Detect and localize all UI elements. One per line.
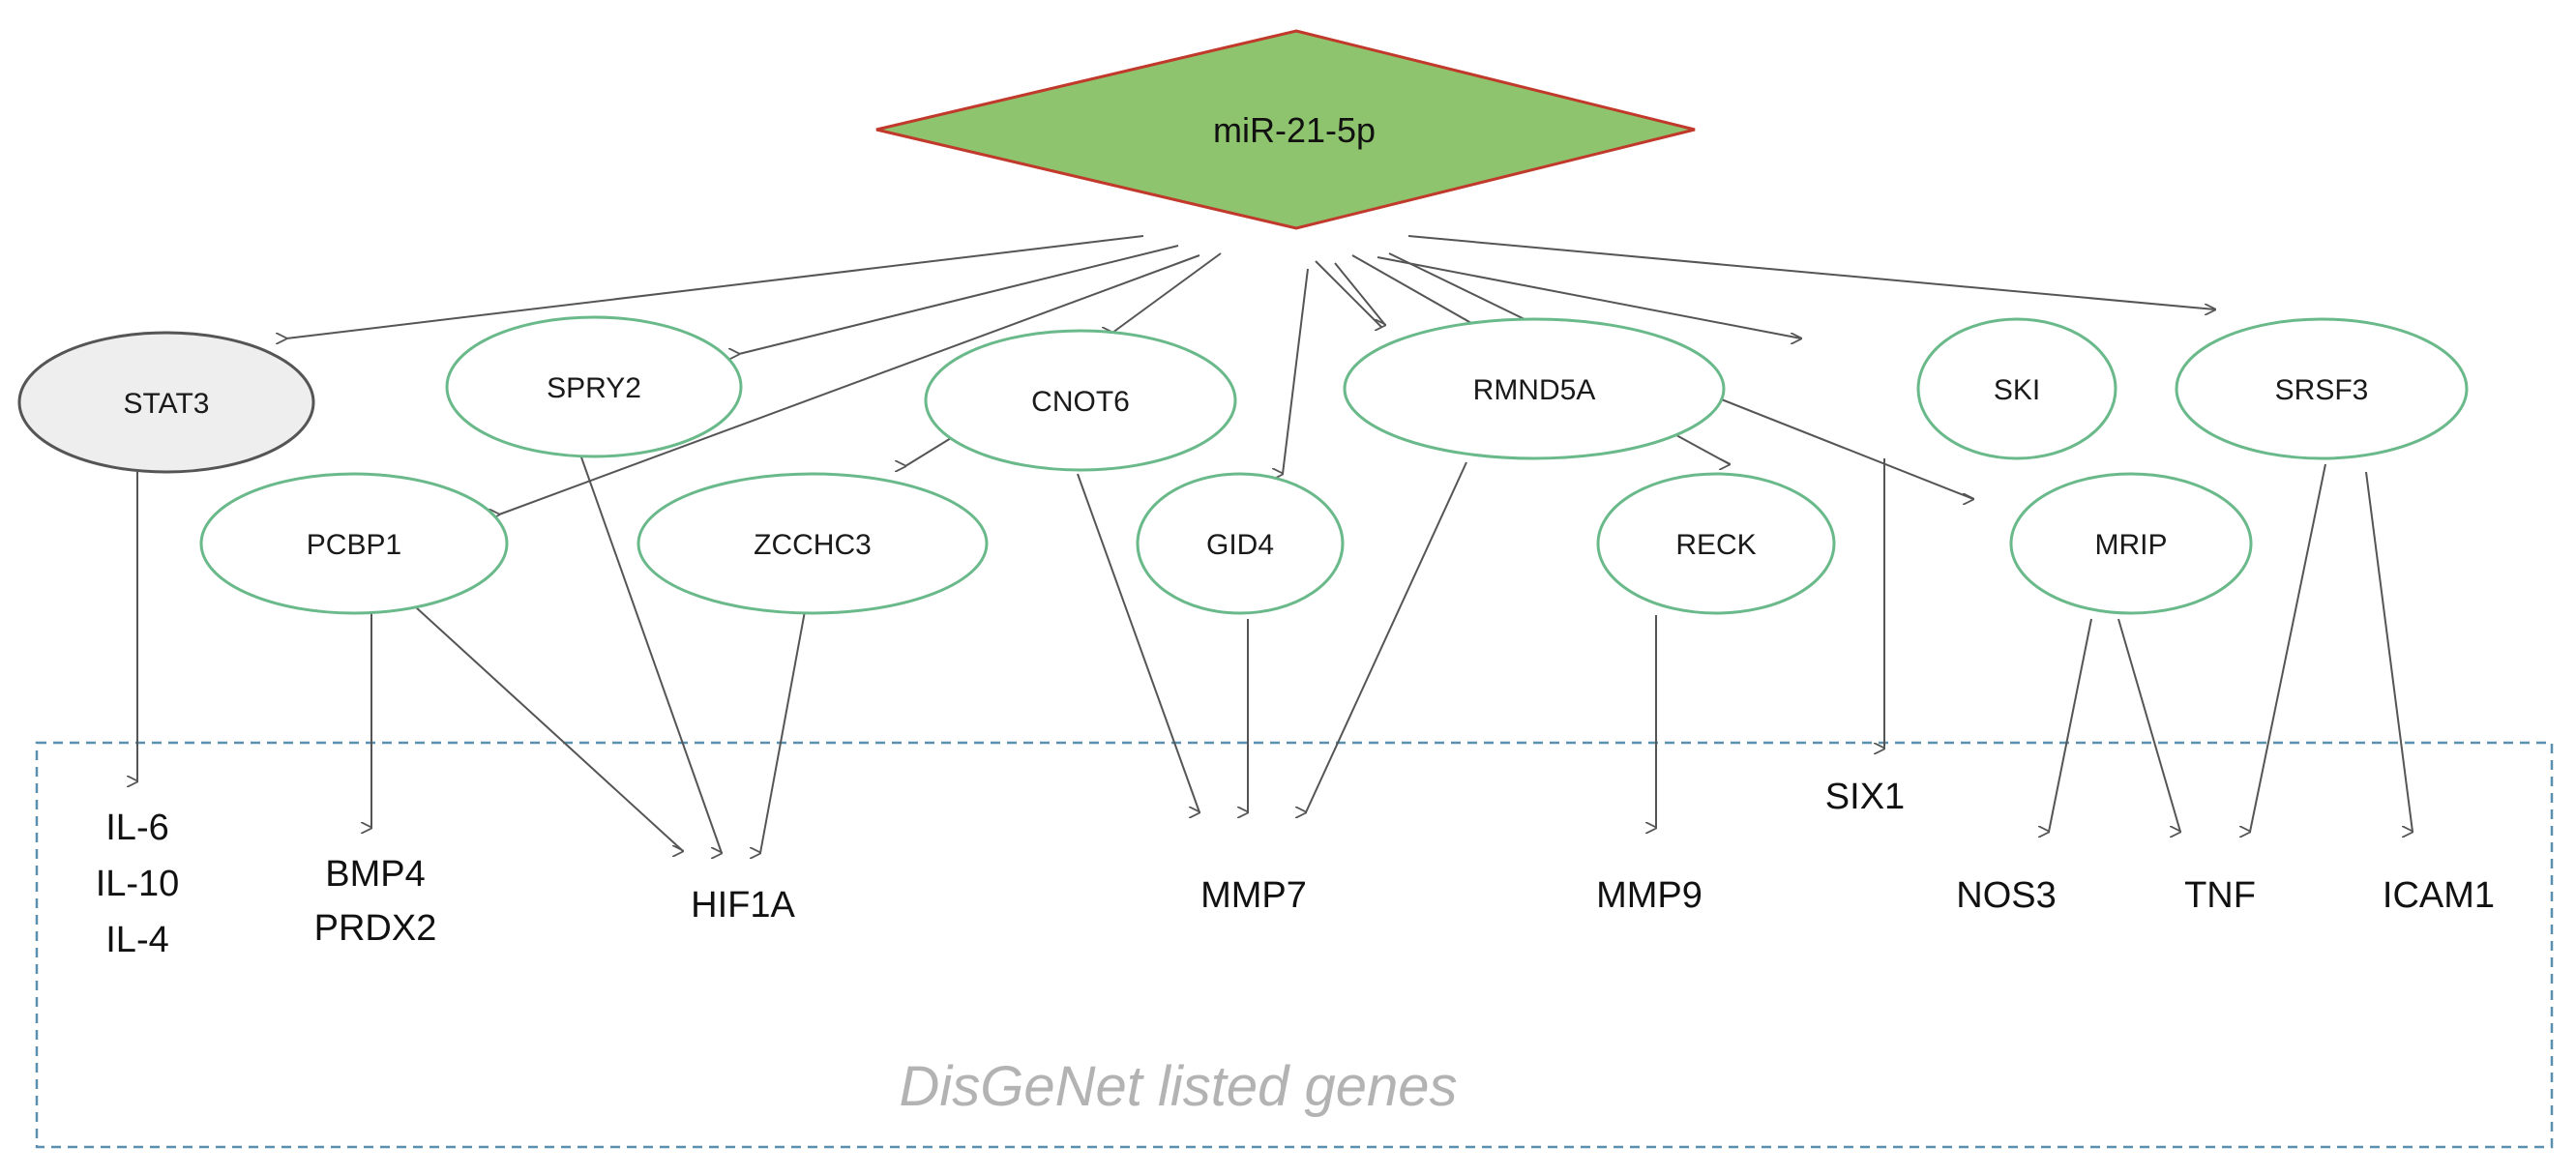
gene-label-il4: IL-4 [105, 920, 168, 960]
target-label-reck: RECK [1675, 529, 1756, 561]
target-node-cnot6: CNOT6 [924, 329, 1237, 472]
gene-label-six1: SIX1 [1825, 777, 1905, 817]
edge-root-gid4 [1283, 268, 1309, 474]
target-ellipse-gid4 [1136, 472, 1345, 615]
target-ellipse-cnot6 [924, 329, 1237, 472]
gene-label-tnf: TNF [2184, 875, 2256, 916]
edge-segment-1 [1351, 254, 1479, 328]
gene-label-bmp4: BMP4 [325, 854, 425, 895]
edge-srsf3-icam1 [2365, 471, 2413, 832]
gene-label-icam1: ICAM1 [2383, 875, 2495, 916]
gene-label-il6: IL-6 [105, 808, 168, 848]
target-label-cnot6: CNOT6 [1031, 386, 1130, 418]
mirna-root-label: miR-21-5p [1213, 110, 1376, 150]
edge-root-ski [1377, 256, 1801, 338]
gene-label-mmp9: MMP9 [1596, 875, 1703, 916]
target-node-stat3: STAT3 [17, 331, 315, 474]
mirna-root-node [875, 29, 1696, 230]
target-label-stat3: STAT3 [124, 388, 210, 420]
edges-layer [137, 235, 2413, 853]
target-ellipse-stat3 [17, 331, 315, 474]
target-label-gid4: GID4 [1206, 529, 1274, 561]
edge-segment-0 [1315, 260, 1382, 328]
target-node-mrip: MRIP [2009, 472, 2253, 615]
edge-cnot6-mmp7 [1077, 473, 1199, 812]
target-label-rmnd5a: RMND5A [1473, 374, 1596, 406]
target-ellipse-spry2 [445, 315, 743, 458]
disgenet-caption: DisGeNet listed genes [899, 1055, 1457, 1118]
edge-spry2-hif1a [579, 454, 722, 853]
edge-root-cnot6 [1112, 252, 1222, 333]
target-ellipse-ski [1916, 317, 2117, 460]
target-ellipse-zcchc3 [637, 472, 989, 615]
target-node-zcchc3: ZCCHC3 [637, 472, 989, 615]
edge-segment-2 [1388, 252, 1529, 322]
target-node-rmnd5a: RMND5A [1343, 317, 1726, 460]
edge-srsf3-tnf [2250, 463, 2326, 832]
target-node-ski: SKI [1916, 317, 2117, 460]
target-node-srsf3: SRSF3 [2175, 317, 2469, 460]
edge-root-mrip [1713, 396, 1973, 499]
gene-label-hif1a: HIF1A [691, 885, 795, 926]
target-node-pcbp1: PCBP1 [199, 472, 509, 615]
target-ellipse-pcbp1 [199, 472, 509, 615]
target-node-reck: RECK [1596, 472, 1836, 615]
edge-root-stat3 [286, 235, 1144, 338]
edge-root-spry2 [739, 245, 1179, 354]
edge-rmnd5a-mmp7 [1306, 461, 1467, 812]
gene-label-prdx2: PRDX2 [314, 908, 437, 949]
target-ellipse-mrip [2009, 472, 2253, 615]
target-ellipse-rmnd5a [1343, 317, 1726, 460]
target-ellipse-reck [1596, 472, 1836, 615]
gene-label-nos3: NOS3 [1956, 875, 2056, 916]
target-label-mrip: MRIP [2095, 529, 2168, 561]
edge-pcbp1-hif1a [415, 606, 683, 851]
gene-label-mmp7: MMP7 [1200, 875, 1307, 916]
edge-root-pcbp1 [499, 254, 1200, 514]
edge-mrip-tnf [2117, 618, 2180, 832]
edge-root-rmnd5a [1334, 262, 1385, 325]
target-label-spry2: SPRY2 [547, 372, 641, 404]
edge-root-srsf3 [1407, 235, 2215, 309]
target-node-spry2: SPRY2 [445, 315, 743, 458]
target-node-gid4: GID4 [1136, 472, 1345, 615]
target-label-pcbp1: PCBP1 [307, 529, 401, 561]
gene-label-il10: IL-10 [96, 864, 180, 904]
edge-mrip-nos3 [2049, 618, 2092, 832]
edge-zcchc3-hif1a [760, 610, 806, 853]
target-label-ski: SKI [1994, 374, 2040, 406]
disgenet-box [35, 741, 2554, 1149]
target-ellipse-srsf3 [2175, 317, 2469, 460]
target-label-zcchc3: ZCCHC3 [754, 529, 872, 561]
target-label-srsf3: SRSF3 [2275, 374, 2369, 406]
